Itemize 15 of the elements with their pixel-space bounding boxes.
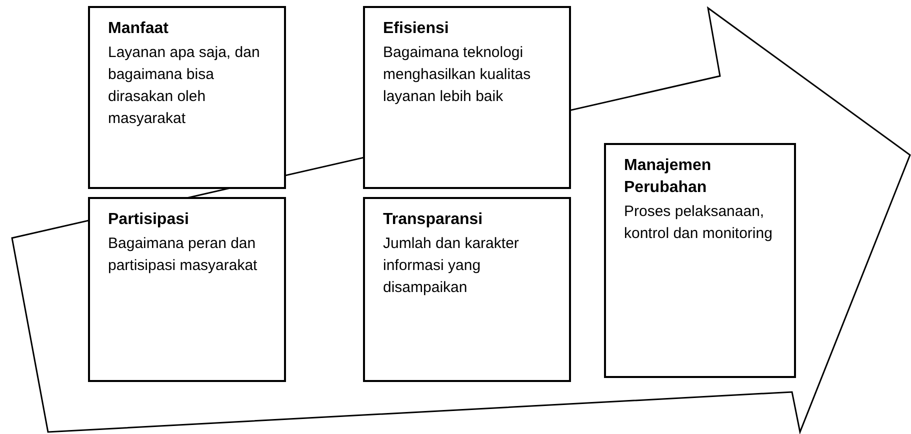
text-box [363, 197, 571, 382]
box-description: Jumlah dan karakter informasi yang disampaikan [383, 234, 520, 298]
box-description: Layanan apa saja, dan bagaimana bisa dirasakan oleh masyarakat [108, 43, 261, 129]
box-description: Bagaimana peran dan partisipasi masyarakat [108, 234, 258, 276]
box-heading: Manfaat [108, 19, 170, 39]
box-heading: Partisipasi [108, 210, 190, 230]
box-description: Proses pelaksanaan, kontrol dan monitoring [624, 202, 774, 244]
box-heading: Manajemen Perubahan [624, 156, 712, 198]
box-description: Bagaimana teknologi menghasilkan kualitas layanan lebih baik [383, 43, 532, 107]
box-heading: Transparansi [383, 210, 484, 230]
box-heading: Efisiensi [383, 19, 450, 39]
text-box [604, 143, 796, 378]
text-box [88, 6, 286, 189]
text-box [363, 6, 571, 189]
text-box [88, 197, 286, 382]
